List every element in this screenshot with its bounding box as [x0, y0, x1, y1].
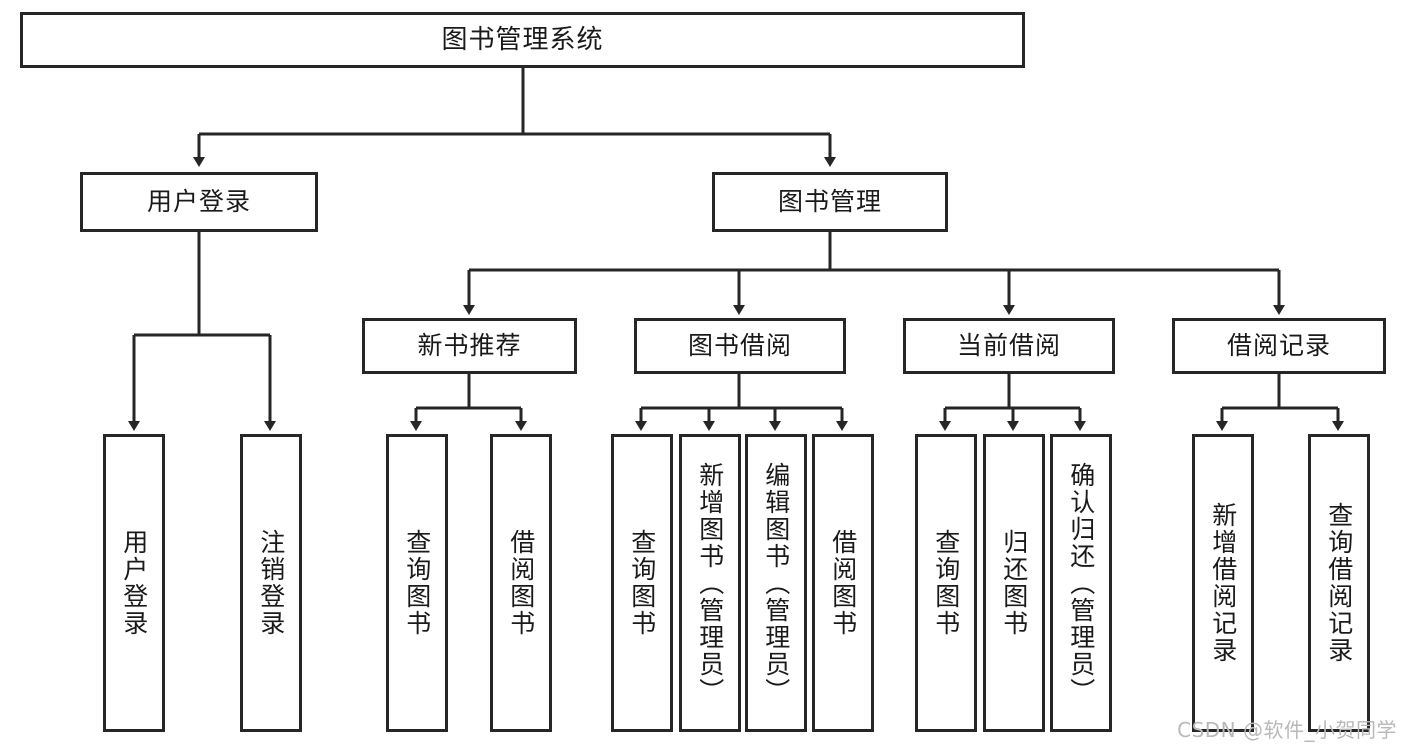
node-leaf-query-book-3[interactable]: 查询图书 [915, 434, 977, 732]
node-borrow-record-label: 借阅记录 [1226, 331, 1331, 361]
node-root-label: 图书管理系统 [441, 24, 604, 55]
node-leaf-query-book-3-label: 查询图书 [931, 529, 961, 637]
node-leaf-confirm-return[interactable]: 确认归还（管理员） [1050, 434, 1112, 732]
node-leaf-add-book-label: 新增图书（管理员） [695, 461, 725, 705]
node-root[interactable]: 图书管理系统 [20, 12, 1025, 68]
node-leaf-return-book[interactable]: 归还图书 [983, 434, 1045, 732]
node-leaf-borrow-book-2-label: 借阅图书 [828, 529, 858, 637]
node-leaf-confirm-return-label: 确认归还（管理员） [1066, 461, 1096, 705]
node-leaf-add-book[interactable]: 新增图书（管理员） [679, 434, 741, 732]
node-leaf-add-record-label: 新增借阅记录 [1208, 502, 1238, 664]
node-leaf-user-login-label: 用户登录 [119, 529, 149, 637]
node-user-login[interactable]: 用户登录 [80, 172, 318, 232]
node-leaf-borrow-book-1-label: 借阅图书 [506, 529, 536, 637]
node-current-borrow[interactable]: 当前借阅 [903, 318, 1115, 374]
node-leaf-edit-book[interactable]: 编辑图书（管理员） [745, 434, 807, 732]
node-leaf-query-record[interactable]: 查询借阅记录 [1308, 434, 1370, 732]
node-leaf-query-book-1[interactable]: 查询图书 [386, 434, 448, 732]
node-leaf-logout[interactable]: 注销登录 [240, 434, 302, 732]
node-leaf-logout-label: 注销登录 [256, 529, 286, 637]
node-leaf-return-book-label: 归还图书 [999, 529, 1029, 637]
node-leaf-borrow-book-1[interactable]: 借阅图书 [490, 434, 552, 732]
node-leaf-query-book-2[interactable]: 查询图书 [611, 434, 673, 732]
node-new-book-recommend[interactable]: 新书推荐 [362, 318, 577, 374]
node-book-management-label: 图书管理 [777, 187, 882, 217]
node-leaf-query-record-label: 查询借阅记录 [1324, 502, 1354, 664]
node-user-login-label: 用户登录 [146, 187, 251, 217]
node-book-borrow[interactable]: 图书借阅 [634, 318, 846, 374]
csdn-watermark: CSDN @软件_小贺同学 [1177, 718, 1397, 742]
node-book-borrow-label: 图书借阅 [687, 331, 792, 361]
node-book-management[interactable]: 图书管理 [712, 172, 948, 232]
node-leaf-add-record[interactable]: 新增借阅记录 [1192, 434, 1254, 732]
node-leaf-query-book-1-label: 查询图书 [402, 529, 432, 637]
node-leaf-user-login[interactable]: 用户登录 [103, 434, 165, 732]
node-leaf-borrow-book-2[interactable]: 借阅图书 [812, 434, 874, 732]
node-leaf-edit-book-label: 编辑图书（管理员） [761, 461, 791, 705]
node-borrow-record[interactable]: 借阅记录 [1172, 318, 1386, 374]
node-leaf-query-book-2-label: 查询图书 [627, 529, 657, 637]
node-new-book-recommend-label: 新书推荐 [417, 331, 522, 361]
node-current-borrow-label: 当前借阅 [956, 331, 1061, 361]
